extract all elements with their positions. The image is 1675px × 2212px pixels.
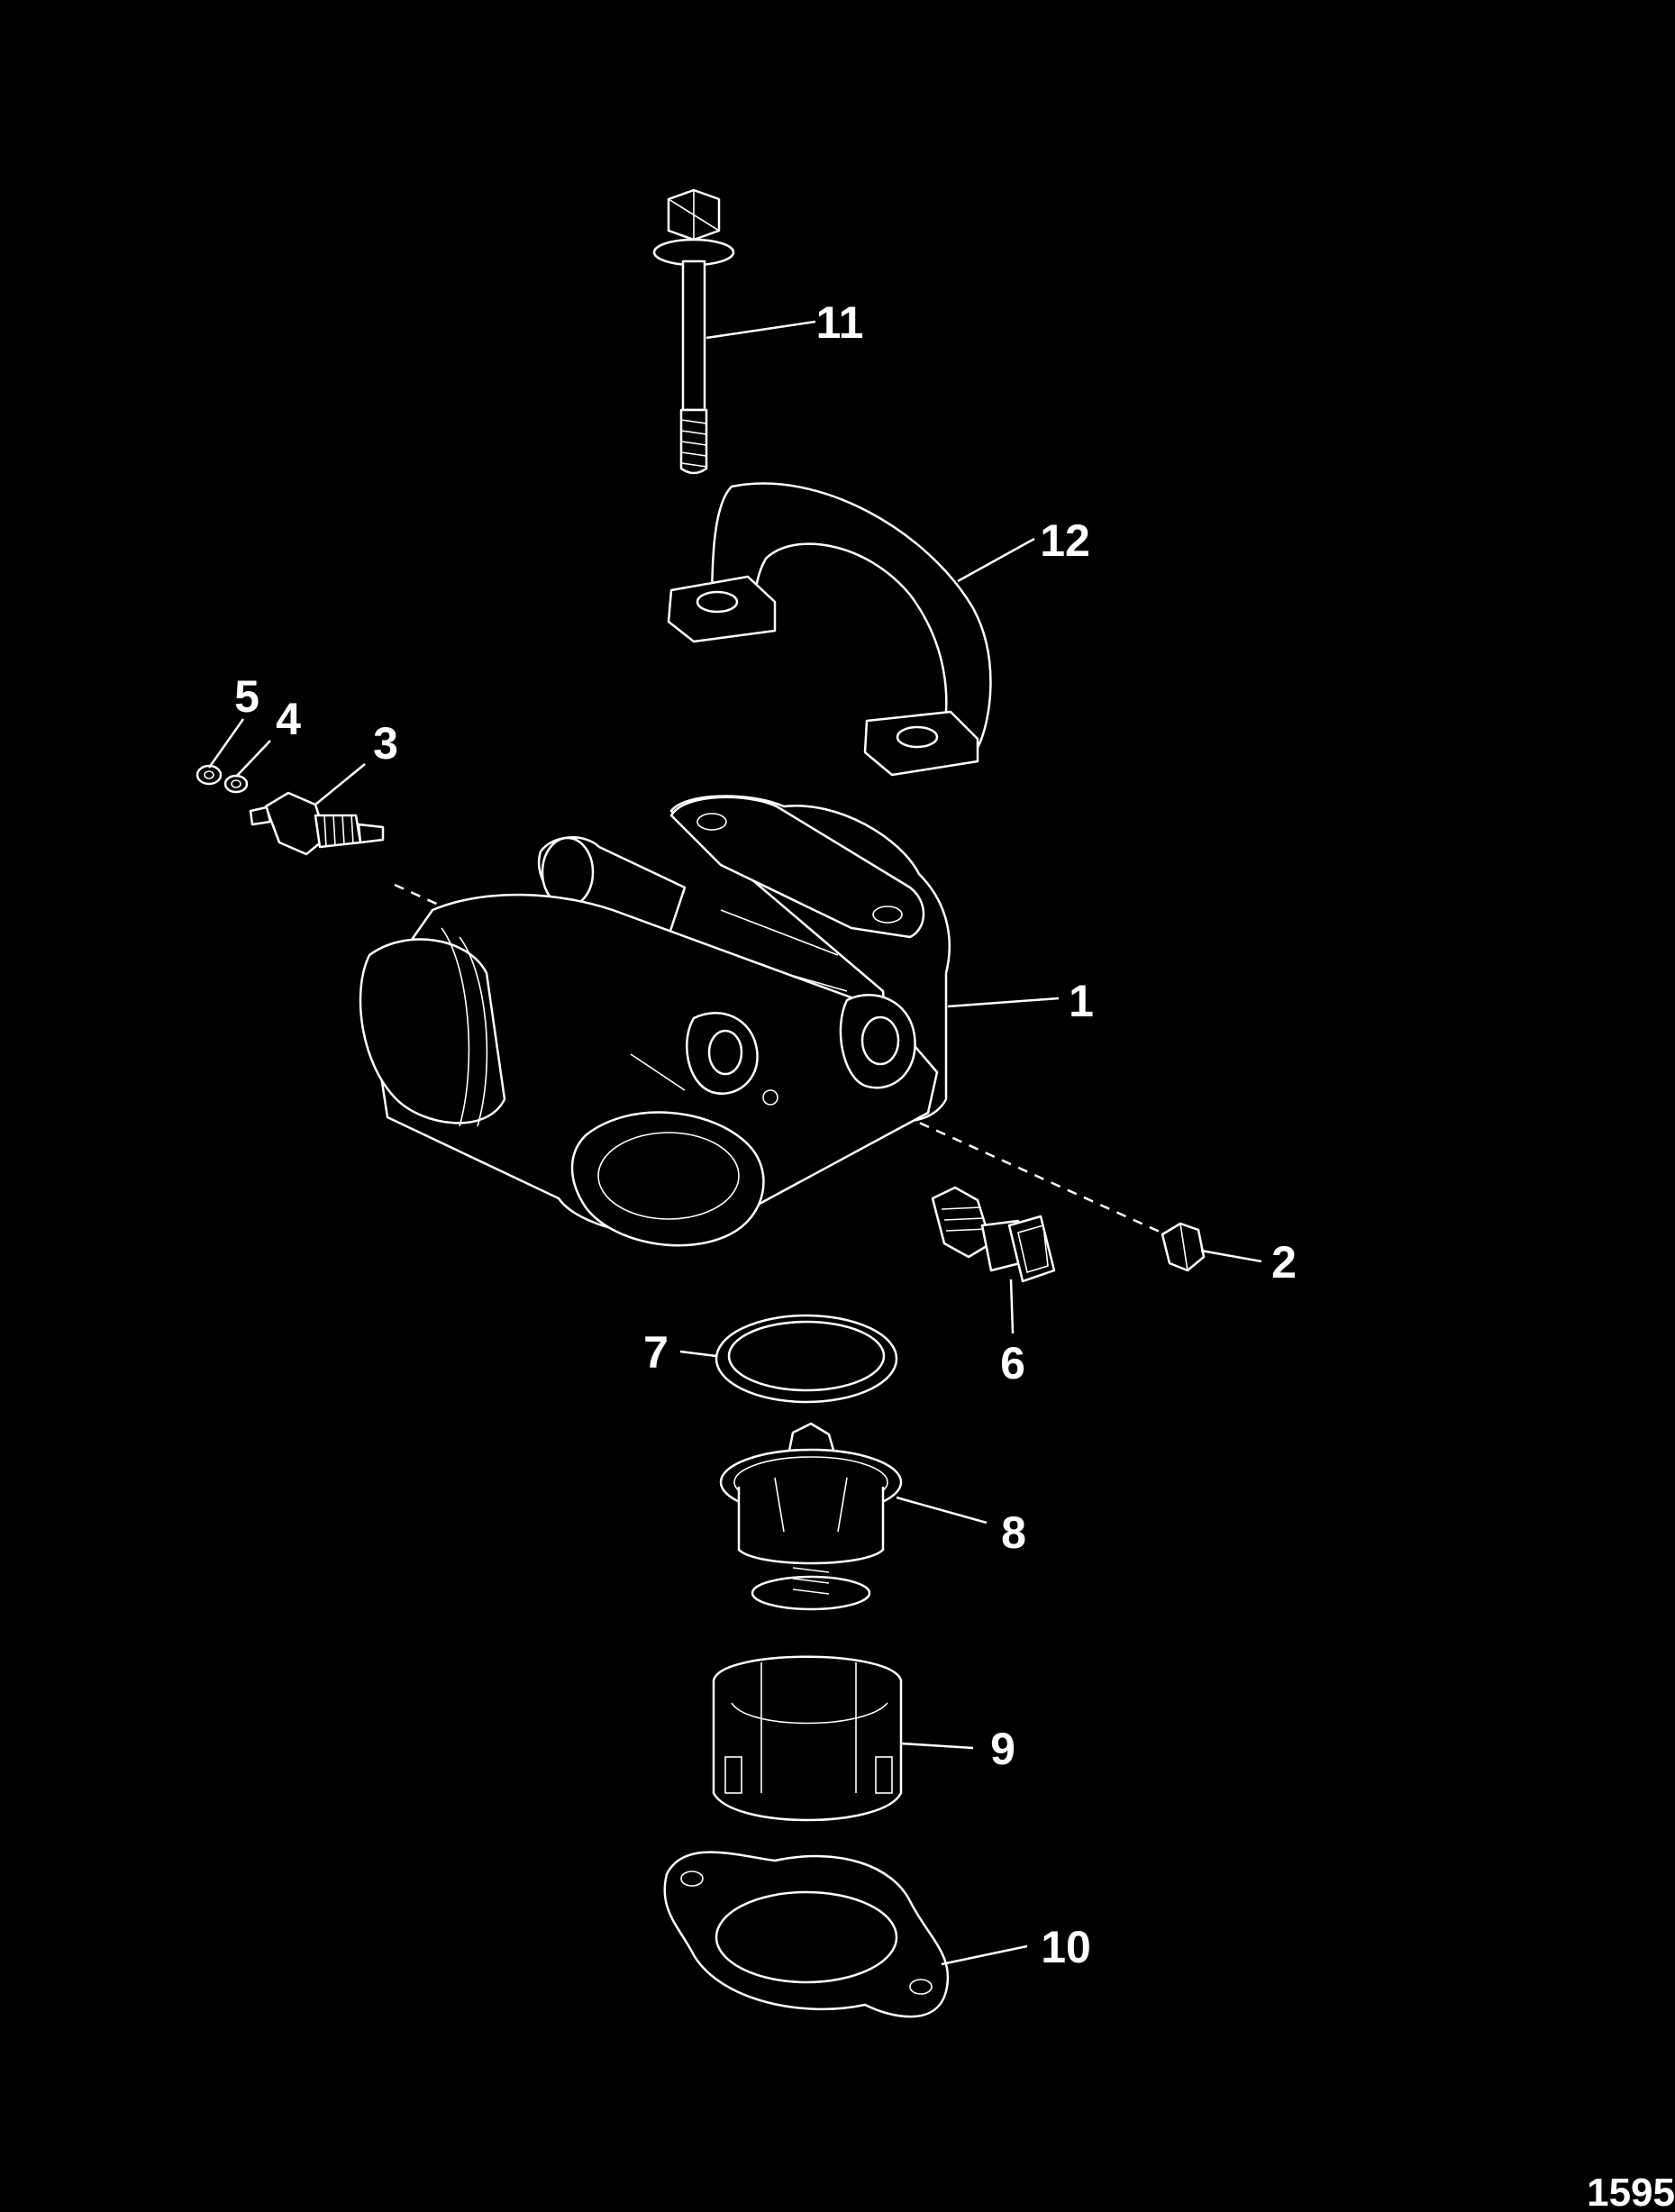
part-bolt xyxy=(652,188,735,475)
part-sleeve xyxy=(712,1655,903,1822)
part-lockwasher xyxy=(223,774,249,794)
part-thermostat: 160°F TOMMO xyxy=(719,1422,903,1611)
leader-line-3 xyxy=(314,763,366,806)
leader-line-2 xyxy=(1200,1249,1262,1263)
callout-3: 3 xyxy=(373,718,398,769)
callout-12: 12 xyxy=(1040,515,1090,566)
part-nut xyxy=(196,764,223,786)
callout-9: 9 xyxy=(990,1724,1015,1774)
leader-line-11 xyxy=(706,320,816,340)
callout-4: 4 xyxy=(276,694,301,744)
callout-2: 2 xyxy=(1271,1237,1297,1288)
part-clamp xyxy=(667,482,992,777)
thermostat-temperature-stamp: 160°F xyxy=(764,1531,803,1546)
callout-10: 10 xyxy=(1041,1922,1091,1972)
leader-line-9 xyxy=(900,1742,974,1750)
callout-5: 5 xyxy=(234,671,259,722)
leader-line-4 xyxy=(235,740,271,778)
leader-line-12 xyxy=(957,537,1035,583)
part-thermostat-housing xyxy=(359,795,951,1247)
leader-line-8 xyxy=(896,1496,988,1525)
leader-line-10 xyxy=(941,1944,1028,1966)
leader-line-1 xyxy=(947,997,1060,1008)
leader-line-7 xyxy=(679,1350,717,1358)
part-plug xyxy=(1161,1222,1206,1272)
part-temperature-sensor xyxy=(931,1186,1056,1283)
callout-7: 7 xyxy=(643,1327,669,1378)
leader-line-5 xyxy=(207,718,245,769)
part-gasket xyxy=(663,1851,950,2018)
leader-line-6 xyxy=(1009,1279,1015,1334)
callout-1: 1 xyxy=(1069,976,1094,1026)
callout-6: 6 xyxy=(1000,1338,1025,1388)
thermostat-brand-stamp: TOMMO xyxy=(824,1531,879,1546)
part-sender xyxy=(249,791,385,856)
figure-number: 1595 xyxy=(1587,2171,1675,2212)
callout-8: 8 xyxy=(1001,1507,1026,1558)
callout-11: 11 xyxy=(816,297,864,348)
part-o-ring xyxy=(715,1314,898,1404)
